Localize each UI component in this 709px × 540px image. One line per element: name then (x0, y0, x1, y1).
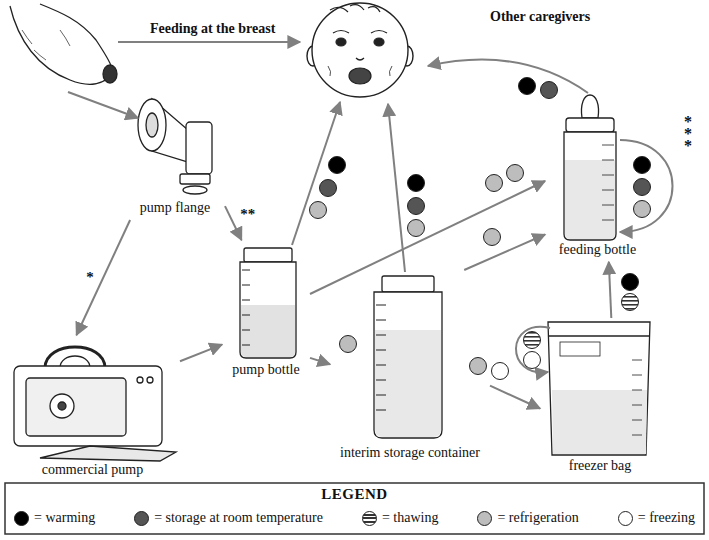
legend-swatch (477, 511, 492, 526)
legend-item: = refrigeration (477, 510, 578, 526)
illustration-node: interim storage container (330, 270, 490, 465)
flow-arrow (490, 386, 540, 409)
legend-text: = storage at room temperature (154, 510, 323, 526)
legend-row: = warming = storage at room temperature = … (14, 510, 695, 526)
item-caption: pump flange (140, 200, 210, 216)
legend-item: = thawing (362, 510, 439, 526)
flow-arrow (609, 262, 612, 318)
flow-arrow (77, 220, 131, 335)
legend-item: = storage at room temperature (134, 510, 323, 526)
illustration-node: freezer bag (540, 318, 660, 478)
legend-text: = freezing (638, 510, 695, 526)
legend-swatch (362, 511, 377, 526)
footnote-mark: ** (239, 207, 256, 221)
illustration-node: commercial pump (5, 335, 180, 482)
legend-text: = refrigeration (497, 510, 578, 526)
flow-arrow (464, 235, 545, 271)
legend-item: = warming (14, 510, 95, 526)
illustration-node: feeding bottle (545, 90, 650, 262)
legend-item: = freezing (618, 510, 695, 526)
diagram-label: Feeding at the breast (150, 20, 275, 37)
legend-text: = warming (34, 510, 95, 526)
legend-swatch (134, 511, 149, 526)
footnote-mark: * (85, 270, 95, 284)
flow-arrow (310, 181, 545, 294)
legend-swatch (618, 511, 633, 526)
flow-arrow (180, 345, 222, 362)
legend-text: = thawing (382, 510, 439, 526)
diagram-label: LEGEND (0, 486, 709, 503)
item-caption: feeding bottle (559, 242, 636, 258)
legend-swatch (14, 511, 29, 526)
illustration-node: pump flange (125, 92, 225, 220)
item-caption: commercial pump (42, 462, 143, 478)
item-caption: interim storage container (340, 445, 480, 461)
flow-arrow (310, 358, 330, 364)
item-caption: pump bottle (232, 362, 299, 378)
diagram-label: Other caregivers (490, 8, 590, 25)
item-caption: freezer bag (569, 458, 632, 474)
diagram-label: *** (684, 116, 692, 152)
illustration-node: pump bottle (222, 240, 310, 382)
